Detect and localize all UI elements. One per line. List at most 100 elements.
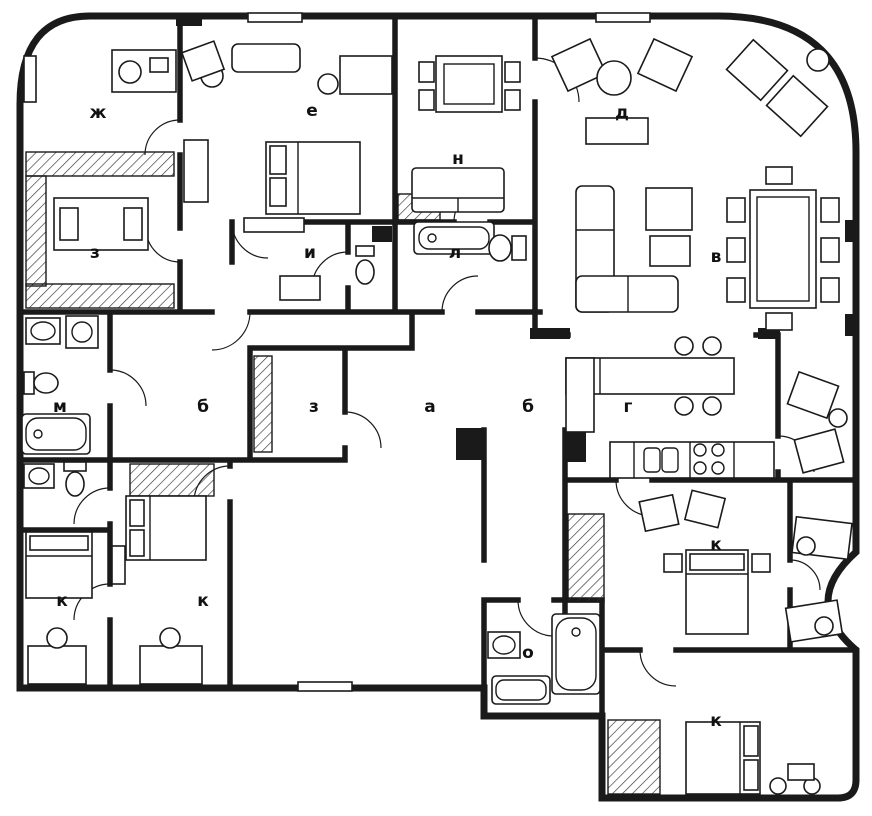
pillow	[29, 535, 89, 551]
room-label-m: м	[53, 397, 67, 417]
chair	[820, 197, 840, 223]
armchair	[636, 37, 694, 93]
radiator	[297, 681, 353, 692]
room-label-e: е	[306, 101, 318, 121]
interior-walls	[17, 13, 859, 719]
sink-bowl	[28, 467, 50, 485]
pillow	[743, 759, 759, 791]
room-k-right-top-furniture	[638, 489, 771, 635]
pillow	[129, 529, 145, 557]
dining-table	[435, 55, 503, 113]
corner-sofa-horizontal	[575, 275, 679, 313]
armchair	[765, 74, 829, 138]
radiator	[247, 12, 303, 23]
door-arc	[144, 119, 181, 156]
chair	[820, 277, 840, 303]
door-arc	[789, 559, 821, 591]
door-arc	[441, 275, 479, 313]
table-pedestal	[123, 207, 143, 241]
toilet-bowl	[355, 259, 375, 285]
pillow	[689, 553, 745, 571]
chair	[726, 197, 746, 223]
wall-stub	[530, 328, 570, 339]
door-arc	[109, 369, 147, 407]
door-arc	[145, 227, 181, 263]
pillow	[743, 725, 759, 757]
monitor	[149, 57, 169, 73]
bathtub-inner	[25, 417, 87, 451]
toilet-bowl	[488, 234, 512, 262]
chair	[765, 312, 793, 331]
wall-pilaster	[845, 314, 856, 336]
drain	[571, 627, 581, 637]
stove-burner	[711, 461, 725, 475]
shower-tray-inner	[495, 679, 547, 701]
armchair	[638, 493, 680, 533]
washing-machine	[65, 315, 99, 349]
room-v-furniture	[575, 166, 840, 331]
room-o-fixtures	[487, 613, 601, 705]
room-z-top-furniture	[53, 197, 149, 251]
door-arc	[211, 311, 251, 351]
desk	[784, 599, 844, 643]
room-label-n: н	[452, 149, 464, 169]
shower-tray	[491, 675, 551, 705]
sofa-back-line	[412, 197, 504, 212]
toilet-tank	[511, 235, 527, 261]
sink-bowl	[30, 321, 56, 341]
room-label-z-top: з	[90, 243, 100, 263]
desk	[793, 428, 845, 474]
door-arc	[73, 487, 111, 525]
chair	[317, 73, 339, 95]
office-nook-furniture	[786, 370, 848, 474]
room-label-d: д	[615, 103, 629, 123]
chair	[796, 536, 816, 556]
sofa	[231, 43, 301, 73]
chair	[504, 61, 521, 83]
cabinet	[111, 545, 126, 585]
desk	[139, 645, 203, 685]
chair	[726, 277, 746, 303]
side-table	[806, 48, 830, 72]
sink-bowl	[492, 635, 516, 655]
chair	[814, 616, 834, 636]
room-label-zh: ж	[90, 103, 107, 123]
room-g-furniture	[565, 336, 775, 479]
stool	[769, 777, 787, 795]
armchair	[550, 37, 608, 93]
desk	[786, 370, 840, 420]
door-arc	[639, 649, 677, 687]
room-d-furniture	[550, 37, 694, 145]
sink-bowl	[661, 447, 679, 473]
washer-drum	[71, 321, 93, 343]
sofa-cushion-lines	[576, 229, 629, 312]
bar-stool	[702, 336, 722, 356]
counter-dividers	[633, 442, 735, 478]
hatch-wardrobe	[567, 513, 605, 603]
radiators	[247, 12, 651, 692]
bathtub-inner	[555, 617, 597, 691]
wardrobe	[183, 139, 209, 203]
chair	[418, 89, 435, 111]
toilet-tank	[355, 245, 375, 257]
door-arc	[517, 599, 555, 637]
dining-table-inner	[756, 196, 810, 302]
outer-wall-path	[16, 12, 860, 802]
armchair	[645, 187, 693, 231]
wall-pilaster	[176, 14, 202, 26]
bath2-fixtures	[23, 461, 87, 497]
hatch-sauna-top	[25, 151, 175, 177]
room-zh-furniture	[23, 49, 177, 103]
outer-walls	[16, 12, 860, 802]
room-label-b-right: б	[522, 397, 534, 417]
toilet-bowl	[65, 471, 85, 497]
room-n-furniture	[411, 55, 521, 213]
desk	[339, 55, 393, 95]
nightstand	[663, 553, 683, 573]
bar-stool	[674, 396, 694, 416]
stove-burner	[693, 461, 707, 475]
chair	[46, 627, 68, 649]
radiator	[23, 55, 37, 103]
desk	[27, 645, 87, 685]
